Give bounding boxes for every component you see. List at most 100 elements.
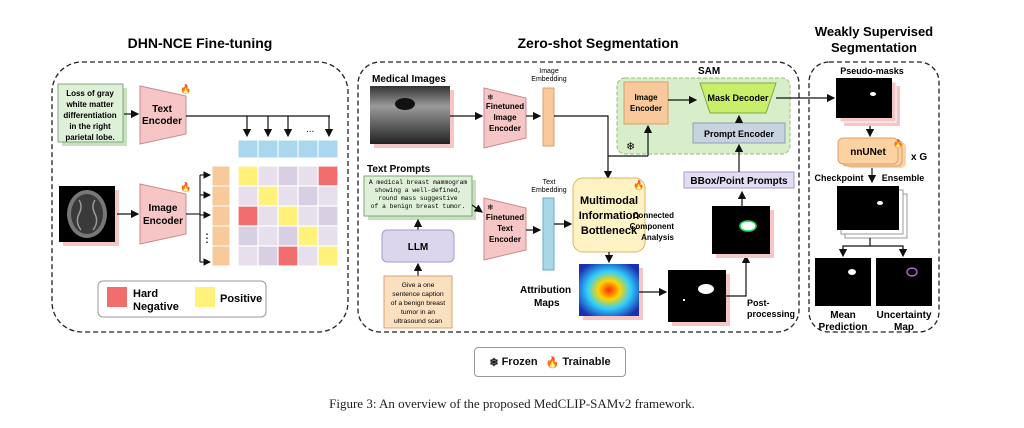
finetuned-image-encoder-label: Finetuned: [486, 102, 524, 111]
flame-icon: 🔥: [545, 356, 560, 369]
trainable-icon: 🔥: [180, 83, 191, 94]
instruction-line: sentence caption: [392, 291, 444, 298]
text-prompt-line: A medical breast mammogram: [369, 179, 467, 186]
icon-legend: ❄Frozen 🔥Trainable: [474, 347, 626, 377]
post-processed-mask: [668, 270, 726, 322]
text-encoder-label: Encoder: [142, 116, 182, 127]
connected-component-label: Connected: [633, 211, 674, 220]
image-encoder-label: Image: [149, 203, 178, 214]
zero-shot-panel: [357, 61, 800, 333]
uncertainty-map-label: Uncertainty: [876, 310, 931, 321]
text-prompt-box: [363, 175, 473, 217]
matrix-legend: [97, 280, 267, 318]
text-input-box: [57, 83, 124, 143]
pseudo-masks-label: Pseudo-masks: [840, 66, 904, 76]
image-embedding-label: Image: [539, 68, 559, 75]
checkpoint-label: Checkpoint: [814, 173, 863, 183]
snowflake-icon: ❄: [489, 356, 499, 369]
frozen-icon: ❄: [487, 203, 494, 212]
ellipsis-vertical: ⋮: [201, 231, 213, 245]
legend-positive: Positive: [220, 293, 262, 305]
text-encoder: [139, 85, 187, 145]
text-embedding-label: Embedding: [531, 187, 567, 194]
bottleneck-label: Information: [579, 210, 640, 222]
hard-negative-swatch: [107, 287, 127, 307]
instruction-line: ultrasound scan: [394, 318, 442, 325]
sam-image-encoder-label: Encoder: [630, 104, 662, 113]
mean-prediction-image: [815, 258, 871, 306]
frozen-icon: ❄: [626, 141, 635, 153]
text-embedding-bar: [542, 197, 555, 271]
mean-prediction-label: Mean: [830, 310, 856, 321]
weak-title: Weakly Supervised: [815, 24, 933, 39]
legend-trainable-label: Trainable: [562, 356, 611, 368]
finetuned-image-encoder-label: Encoder: [489, 124, 521, 133]
sam-label: SAM: [698, 66, 720, 77]
positive-swatch: [195, 287, 215, 307]
text-input-line: white matter: [65, 100, 113, 109]
image-embedding-bar: [542, 87, 555, 147]
ensemble-label: Ensemble: [882, 173, 925, 183]
connected-component-label: Analysis: [641, 233, 674, 242]
uncertainty-map-image: [876, 258, 932, 306]
instruction-line: Give a one: [402, 282, 435, 289]
trainable-icon: 🔥: [893, 138, 903, 148]
attribution-maps-label: Maps: [534, 298, 560, 309]
bottleneck-label: Bottleneck: [581, 225, 638, 237]
text-embedding-label: Text: [543, 179, 556, 186]
text-input-line: parietal lobe.: [65, 133, 114, 142]
finetuned-text-encoder-label: Encoder: [489, 235, 521, 244]
sam-image-encoder: [623, 81, 669, 125]
legend-frozen: ❄Frozen: [489, 356, 537, 369]
uncertainty-map-label: Map: [894, 322, 914, 333]
frozen-icon: ❄: [487, 93, 494, 102]
bbox-point-prompts-label: BBox/Point Prompts: [690, 176, 788, 187]
legend-hard-negative: Negative: [133, 301, 179, 313]
weak-title: Segmentation: [831, 40, 917, 55]
text-prompt-line: showing a well-defined,: [375, 187, 462, 194]
weak-panel: [808, 61, 940, 333]
ultrasound-image: [370, 86, 450, 144]
framework-diagram: DHN-NCE Fine-tuning Loss of gray white m…: [51, 24, 940, 333]
post-processing-label: Post-: [747, 298, 770, 308]
figure-caption: Figure 3: An overview of the proposed Me…: [329, 396, 695, 411]
image-encoder-label: Encoder: [143, 216, 183, 227]
ensemble-count: x G: [911, 152, 927, 163]
pseudo-masks-image: [836, 78, 892, 118]
text-encoder-label: Text: [152, 104, 172, 115]
mask-decoder-label: Mask Decoder: [707, 93, 769, 103]
finetuned-image-encoder-label: Image: [493, 113, 517, 122]
text-prompt-line: round mass suggestive: [378, 195, 458, 202]
text-input-line: Loss of gray: [66, 89, 114, 98]
bottleneck-label: Multimodal: [580, 195, 638, 207]
text-input-line: in the right: [69, 122, 111, 131]
instruction-line: of a benign breast: [391, 300, 446, 307]
finetuned-text-encoder-label: Text: [497, 224, 513, 233]
ellipsis-horizontal: ...: [306, 124, 314, 135]
attribution-maps-label: Attribution: [520, 285, 571, 296]
dhn-panel: [51, 61, 349, 333]
instruction-box: [383, 275, 453, 329]
attribution-map-image: [579, 264, 639, 316]
zero-shot-title: Zero-shot Segmentation: [517, 35, 678, 51]
legend-frozen-label: Frozen: [501, 356, 538, 368]
similarity-matrix: [237, 165, 339, 267]
mean-prediction-label: Prediction: [819, 322, 868, 333]
llm-label: LLM: [408, 242, 429, 253]
finetuned-image-encoder: [483, 87, 527, 149]
legend-hard-negative: Hard: [133, 288, 158, 300]
text-prompts-label: Text Prompts: [367, 164, 431, 175]
finetuned-text-encoder-label: Finetuned: [486, 213, 524, 222]
dhn-title: DHN-NCE Fine-tuning: [128, 35, 273, 51]
finetuned-text-encoder: [483, 197, 527, 261]
image-encoder: [139, 183, 187, 245]
nnunet-label: nnUNet: [850, 147, 886, 158]
post-processing-label: processing: [747, 309, 795, 319]
prompt-encoder-label: Prompt Encoder: [704, 129, 775, 139]
ensemble-output-image: [837, 186, 899, 230]
text-feature-row: [237, 139, 339, 159]
trainable-icon: 🔥: [633, 179, 644, 190]
sam-image-encoder-label: Image: [634, 93, 658, 102]
medical-images-label: Medical Images: [372, 74, 446, 85]
